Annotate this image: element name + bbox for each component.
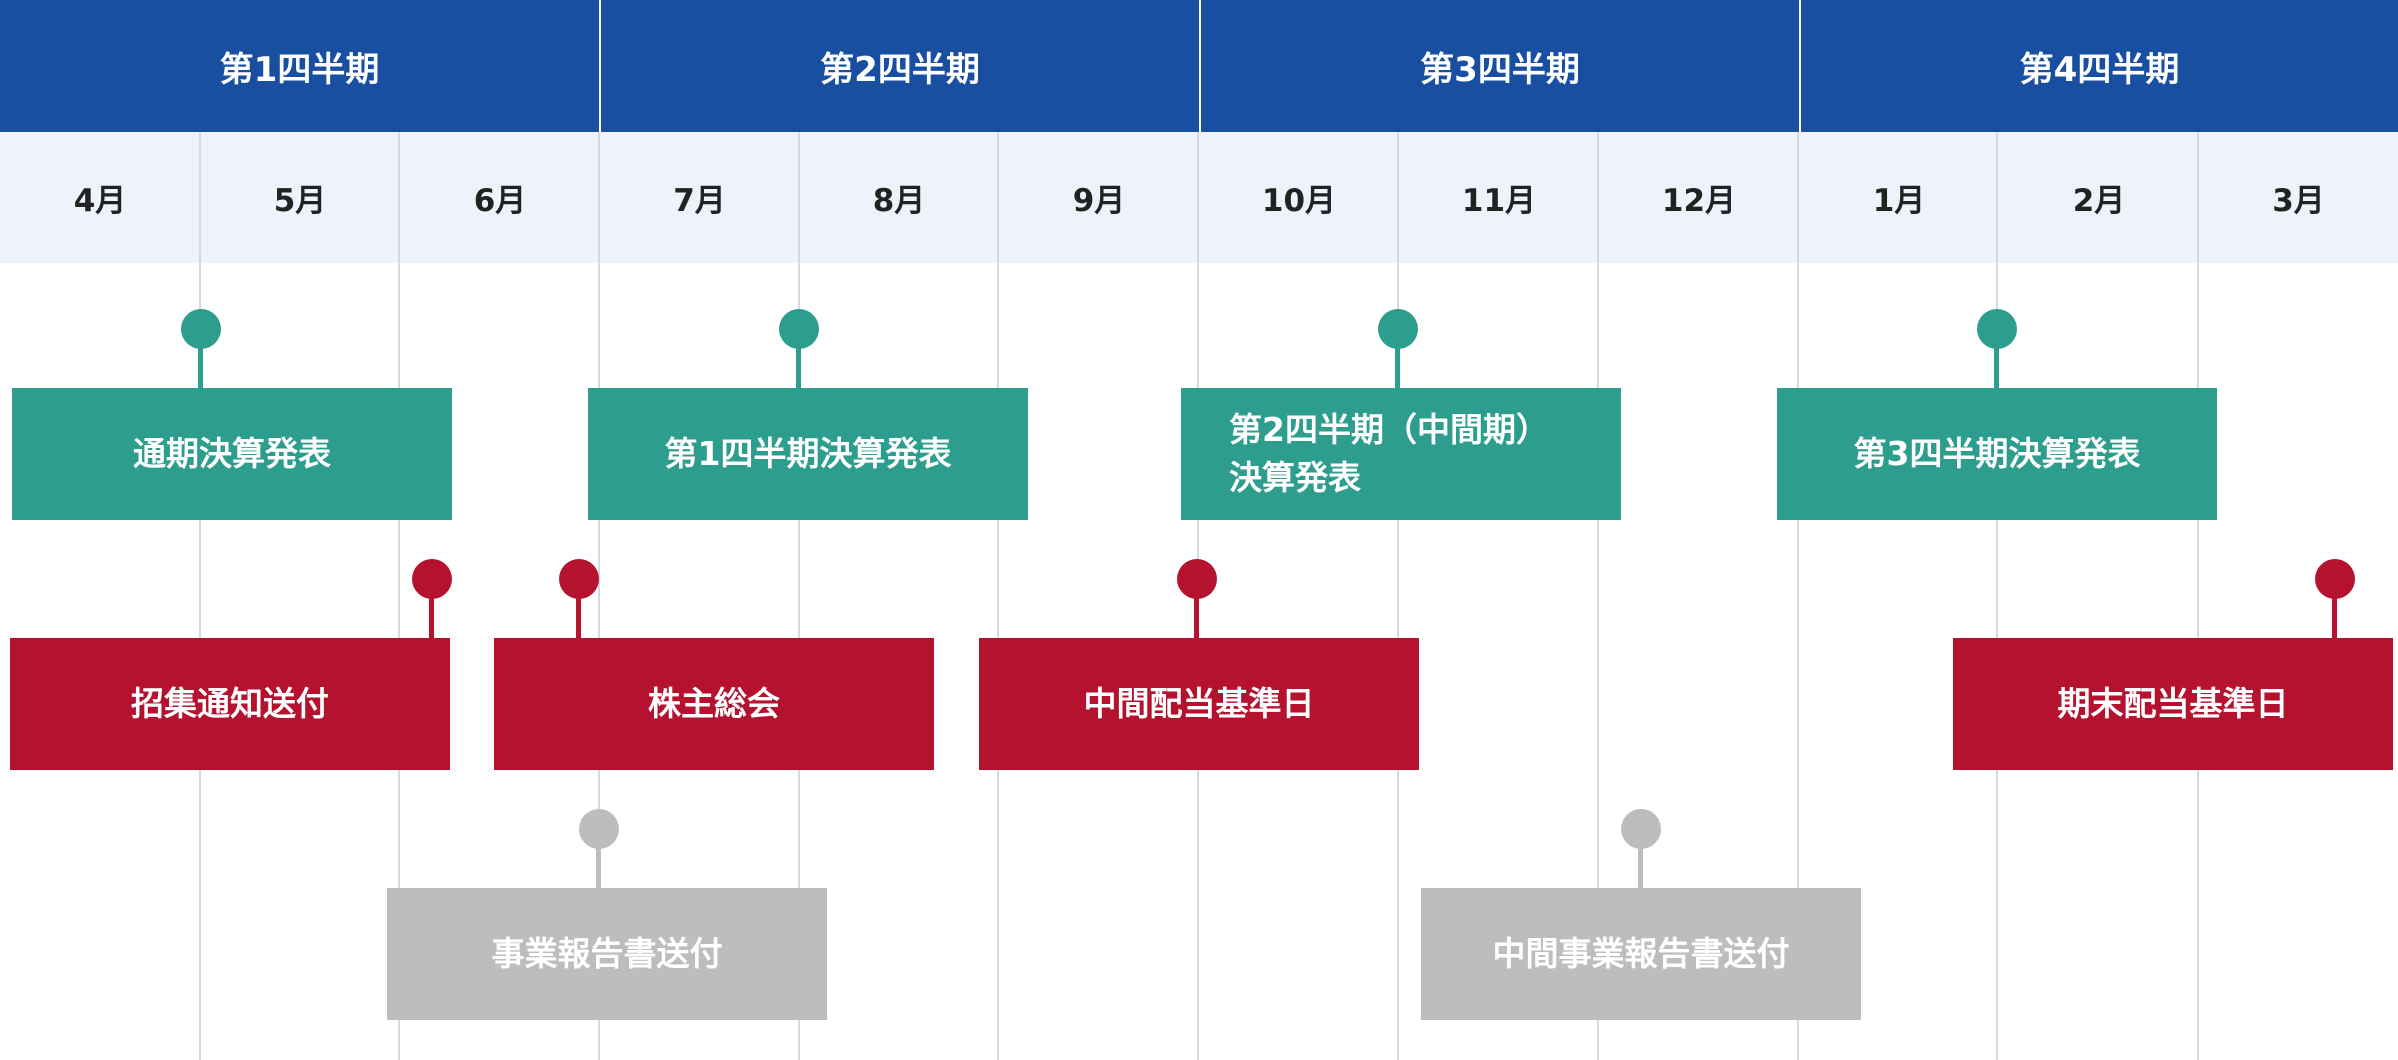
month-march: 3月 (2272, 183, 2325, 219)
event-label-line2: 決算発表 (1229, 458, 1361, 497)
quarter-header-q3: 第3四半期 (1199, 0, 1799, 132)
month-october: 10月 (1261, 183, 1337, 219)
month-september: 9月 (1072, 183, 1126, 219)
month-january: 1月 (1872, 183, 1926, 219)
month-december: 12月 (1661, 183, 1737, 219)
event-label-box: 第3四半期決算発表 (1777, 388, 2217, 520)
grid-line (1397, 132, 1399, 1060)
event-marker-stem (1994, 329, 1999, 389)
grid-line (199, 132, 201, 1060)
month-may: 5月 (273, 183, 327, 219)
quarter-header-q2: 第2四半期 (599, 0, 1199, 132)
event-marker-stem (576, 579, 581, 639)
quarter-header-q4: 第4四半期 (1799, 0, 2398, 132)
event-label-box: 期末配当基準日 (1953, 638, 2393, 770)
grid-line (997, 132, 999, 1060)
month-july: 7月 (673, 183, 726, 219)
event-label-box: 第2四半期（中間期） 決算発表 (1181, 388, 1621, 520)
event-marker-stem (796, 329, 801, 389)
event-label-box: 第1四半期決算発表 (588, 388, 1028, 520)
event-label-box: 中間配当基準日 (979, 638, 1419, 770)
month-august: 8月 (872, 183, 926, 219)
event-label-box: 招集通知送付 (10, 638, 450, 770)
quarter-header-row: 第1四半期 第2四半期 第3四半期 第4四半期 (0, 0, 2398, 132)
grid-line (1597, 132, 1599, 1060)
event-marker-stem (429, 579, 434, 639)
event-marker-stem (596, 829, 601, 889)
event-marker-stem (1194, 579, 1199, 639)
month-header-row: 4月 5月 6月 7月 8月 9月 10月 11月 12月 1月 2月 3月 (0, 132, 2398, 263)
grid-line (798, 132, 800, 1060)
event-label-box: 通期決算発表 (12, 388, 452, 520)
event-label-box: 中間事業報告書送付 (1421, 888, 1861, 1020)
grid-line (398, 132, 400, 1060)
month-february: 2月 (2072, 183, 2126, 219)
month-april: 4月 (73, 183, 127, 219)
event-label-line1: 第2四半期（中間期） (1229, 410, 1549, 450)
month-november: 11月 (1461, 183, 1537, 219)
event-label-box: 事業報告書送付 (387, 888, 827, 1020)
event-label-box: 株主総会 (494, 638, 934, 770)
event-marker-stem (2332, 579, 2337, 639)
event-marker-stem (1395, 329, 1400, 389)
grid-line (1996, 132, 1998, 1060)
grid-line (1797, 132, 1799, 1060)
event-marker-stem (1638, 829, 1643, 889)
grid-line (2197, 132, 2199, 1060)
grid-line (598, 132, 600, 1060)
month-june: 6月 (473, 183, 527, 219)
quarter-header-q1: 第1四半期 (0, 0, 599, 132)
event-marker-stem (198, 329, 203, 389)
